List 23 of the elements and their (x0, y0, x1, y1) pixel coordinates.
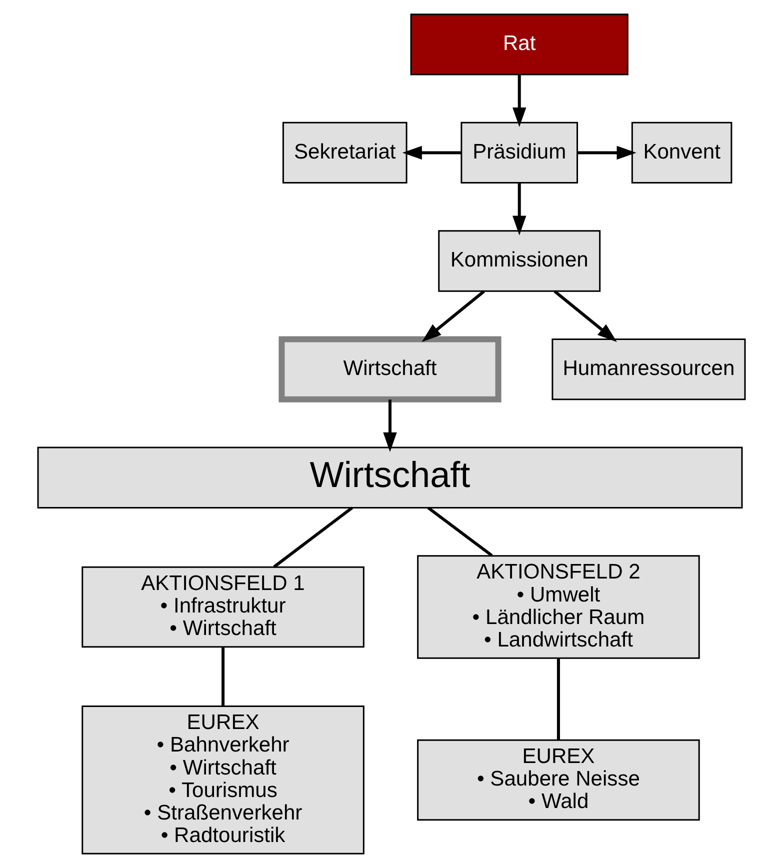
arrow (512, 183, 526, 236)
node-box: AKTIONSFELD 2 • Umwelt • Ländlicher Raum • Landwirtschaft (417, 555, 700, 659)
connector (222, 647, 225, 706)
arrow (512, 74, 526, 128)
node-box: EUREX • Bahnverkehr • Wirtschaft • Tourismus • Straßenverkehr • Radtouristik (82, 706, 364, 854)
node-box: AKTIONSFELD 1 • Infrastruktur • Wirtschaft (82, 566, 364, 648)
arrow (578, 146, 636, 160)
arrow (402, 146, 462, 160)
node-box: Kommissionen (438, 230, 601, 292)
arrow (383, 400, 397, 452)
node-box: Konvent (631, 122, 732, 184)
node-box: Sekretariat (282, 122, 408, 184)
arrow (422, 290, 485, 342)
node-box: EUREX • Saubere Neisse • Wald (417, 739, 700, 821)
connector (273, 506, 354, 568)
node-box: Wirtschaft (37, 446, 743, 508)
node-box: Humanressourcen (552, 338, 746, 400)
arrow (554, 290, 617, 342)
node-box: Präsidium (460, 122, 578, 184)
connector (427, 506, 493, 557)
node-box: Wirtschaft (278, 336, 502, 402)
node-box: Rat (410, 14, 628, 76)
connector (556, 658, 560, 740)
